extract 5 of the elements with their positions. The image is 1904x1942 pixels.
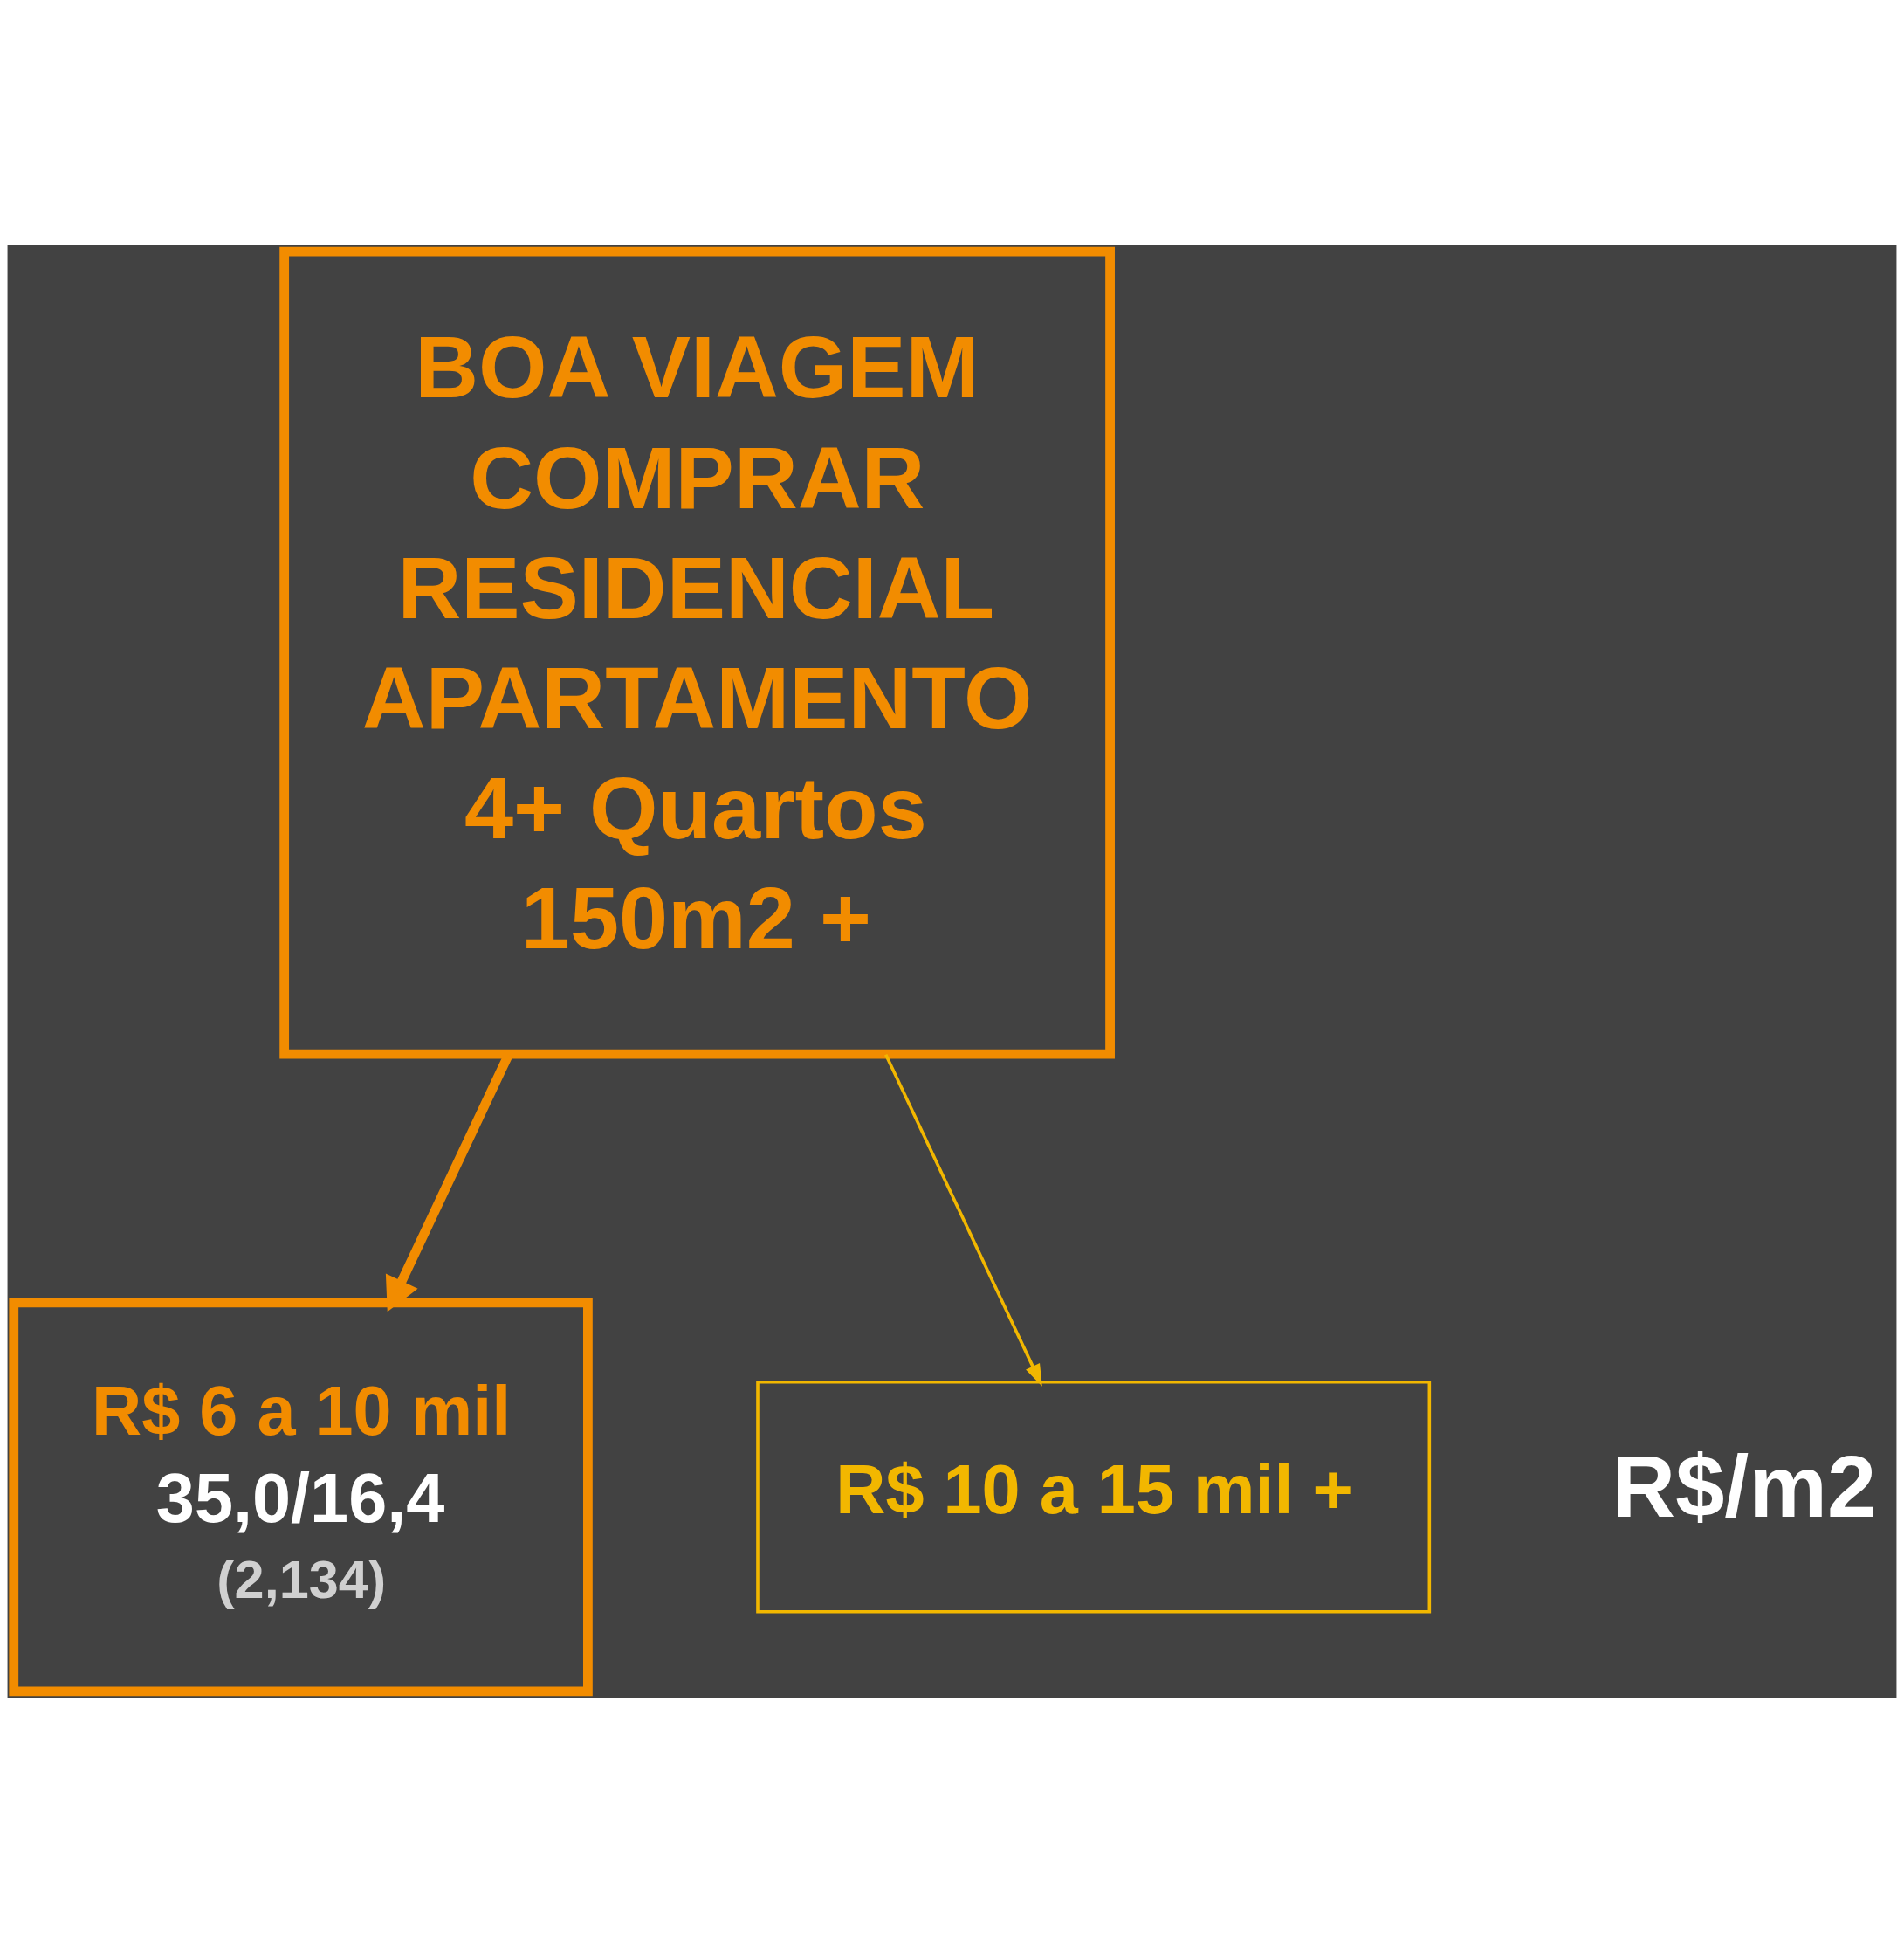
label: R$/m2 <box>1612 1436 1877 1535</box>
arrow <box>884 1053 1042 1387</box>
node-box: BOA VIAGEM COMPRAR RESIDENCIAL APARTAMENTO 4+ Quartos 150m2 + <box>279 246 1115 1058</box>
node-box: R$ 6 a 10 mil 35,0/16,4 (2,134) <box>9 1297 593 1696</box>
node-box: R$ 10 a 15 mil + <box>756 1380 1432 1614</box>
